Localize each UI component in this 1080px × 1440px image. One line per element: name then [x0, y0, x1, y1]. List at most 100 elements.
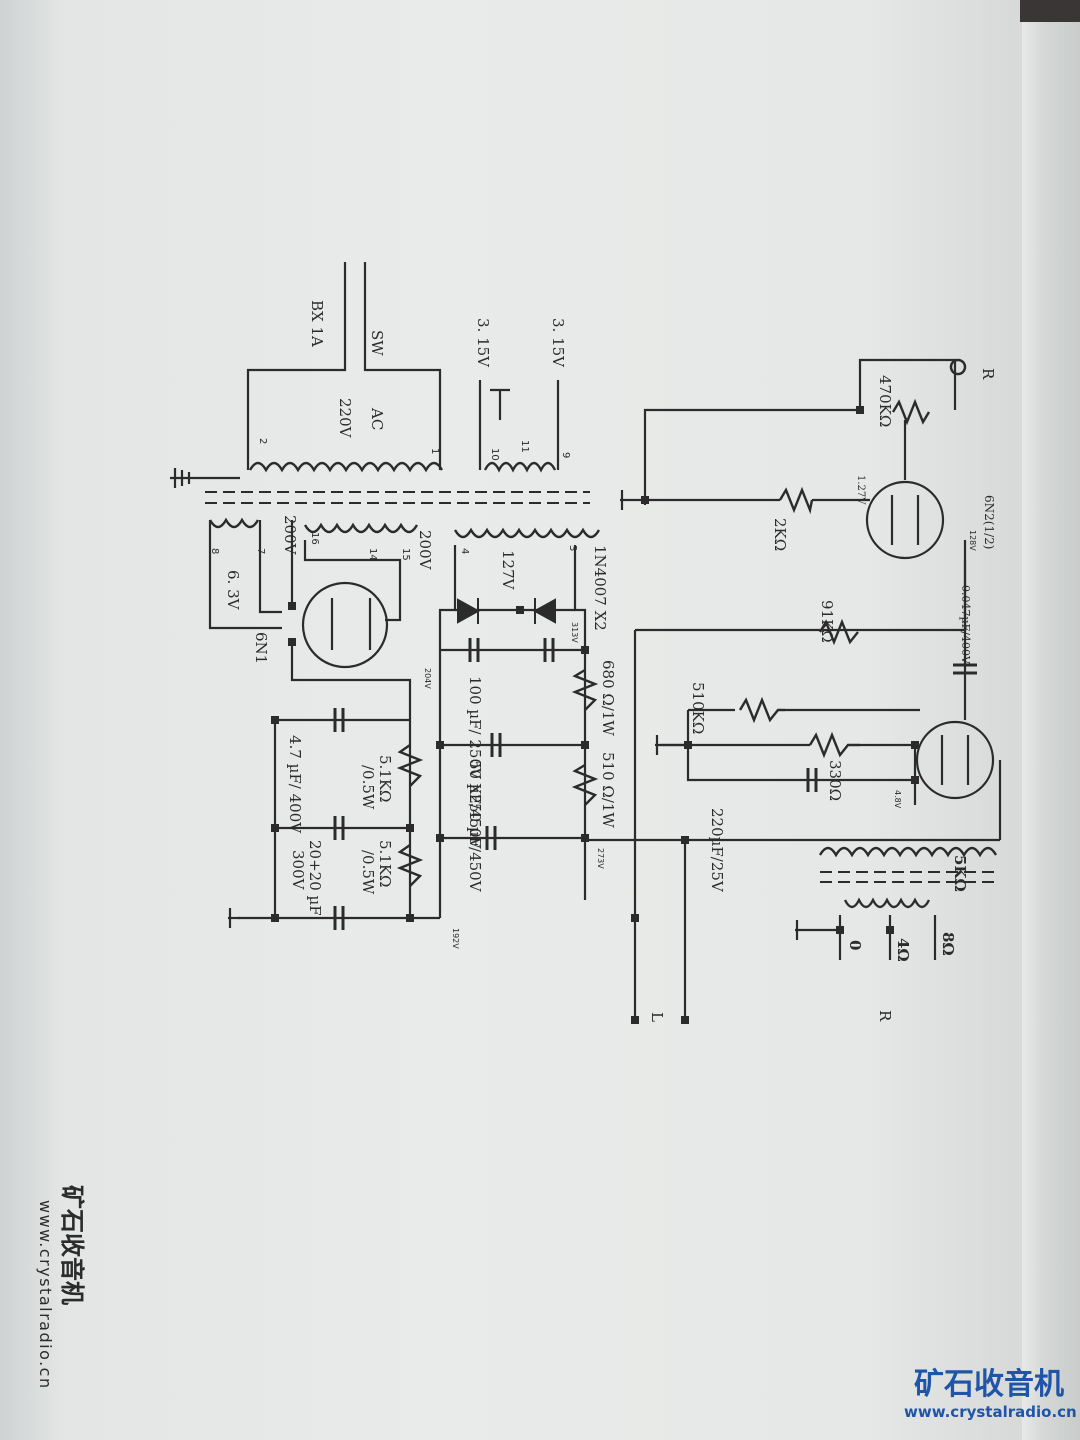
label-tap-8: 8Ω: [939, 932, 957, 956]
tubes: [301, 480, 995, 800]
paper-edge: [1022, 0, 1080, 1440]
label-cap-47: 4.7 µF/ 400V: [286, 735, 304, 834]
label-cap-50b: 50 µF/450V: [466, 803, 484, 893]
pin-16: 16: [309, 532, 320, 545]
label-fuse: BX 1A: [308, 300, 326, 347]
wire-200-b: [303, 540, 402, 622]
cap-100a: [468, 638, 480, 662]
otx-primary: [818, 846, 998, 858]
pin-15: 15: [400, 548, 411, 561]
watermark: 矿石收音机 www.crystalradio.cn: [904, 1367, 1077, 1434]
primary-coil: [248, 461, 444, 473]
res-5k1a: [396, 744, 424, 787]
label-127v: 127V: [499, 550, 517, 591]
res-5k1b: [396, 844, 424, 887]
label-ac: AC: [368, 407, 386, 430]
wire-mains-b: [363, 262, 442, 470]
label-tap-4: 4Ω: [894, 938, 912, 962]
wire-pot: [643, 358, 957, 505]
cores: [205, 491, 1000, 883]
label-cap-2020: 20+20 µF: [306, 840, 324, 916]
wires: [208, 262, 1002, 1020]
wire-6n1-out: [290, 642, 412, 730]
res-680: [571, 668, 599, 711]
label-out-l: L: [648, 1012, 666, 1022]
wire-cathode: [686, 710, 915, 782]
label-heater-b: 3. 15V: [549, 318, 567, 368]
label-input-r: R: [979, 368, 997, 380]
wire-63-a: [208, 520, 282, 630]
label-res-2k: 2KΩ: [771, 518, 789, 551]
label-v-127: 1.27V: [855, 475, 866, 505]
res-91k: [818, 618, 859, 646]
coil-127v: [453, 527, 601, 539]
pin-2: 2: [257, 438, 268, 444]
wire-63-b: [258, 520, 282, 614]
label-res-680: 680 Ω/1W: [599, 660, 617, 736]
label-switch: SW: [368, 330, 386, 356]
watermark-url: www.crystalradio.cn: [904, 1403, 1077, 1421]
watermark-brand: 矿石收音机: [914, 1367, 1064, 1402]
tube-6n2: [865, 480, 945, 560]
input-jack: [949, 358, 967, 376]
wire-mains-a: [246, 262, 347, 470]
label-cap-220: 220µF/25V: [708, 808, 726, 893]
label-heater-a: 3. 15V: [474, 318, 492, 368]
pin-14: 14: [367, 548, 378, 561]
background-corner: [1020, 0, 1080, 22]
label-res-5k1a-w: /0.5W: [359, 765, 377, 810]
resistors: [396, 398, 931, 887]
diode-a: [457, 598, 481, 624]
heater-coil: [483, 461, 557, 473]
volt-128: 128V: [968, 530, 977, 551]
pin-10: 10: [489, 448, 500, 461]
label-res-91k: 91KΩ: [818, 600, 836, 643]
caption-brand: 矿石收音机: [58, 1185, 86, 1305]
label-res-330: 330Ω: [826, 760, 844, 801]
otx-secondary: [843, 897, 931, 909]
tube-6n1-amp: [915, 720, 995, 800]
coil-200v: [303, 522, 419, 534]
label-res-510k: 510KΩ: [689, 682, 707, 734]
label-res-5k1b: 5.1KΩ: [376, 840, 394, 888]
grounds: [170, 388, 840, 940]
capacitors: [333, 638, 977, 930]
pin-11: 11: [519, 440, 530, 453]
pin-4: 4: [459, 548, 470, 554]
label-cap-100: 100 µF/ 250V X2: [466, 676, 484, 804]
label-200v-b: 200V: [416, 530, 434, 571]
coil-63v: [208, 517, 260, 529]
cap-50a: [490, 733, 502, 757]
res-2k: [778, 486, 814, 515]
cap-100b: [543, 638, 555, 662]
cap-220: [806, 768, 818, 792]
caption-group: www.crystalradio.cn 矿石收音机: [36, 1185, 86, 1390]
label-res-5k1b-w: /0.5W: [359, 850, 377, 895]
pin-9: 9: [560, 452, 571, 458]
label-res-510: 510 Ω/1W: [599, 752, 617, 828]
label-6n2: 6N2(1/2): [982, 495, 996, 549]
volt-313: 313V: [570, 622, 579, 643]
res-330: [808, 731, 860, 759]
pin-1: 1: [429, 448, 440, 454]
label-diodes: 1N4007 X2: [591, 545, 609, 631]
label-ac-volt: 220V: [336, 398, 354, 439]
label-63v: 6. 3V: [224, 570, 242, 611]
diode-b: [532, 598, 556, 624]
caption-url: www.crystalradio.cn: [36, 1200, 55, 1390]
label-tap-0: 0: [846, 940, 864, 950]
pin-7: 7: [255, 548, 266, 554]
cap-2020b: [333, 906, 345, 930]
label-cap-50a: 50 µF/450V: [466, 760, 484, 850]
label-cap-047: 0.047µF/400V: [959, 585, 972, 665]
pot-470k: [891, 398, 931, 426]
cap-47: [333, 708, 345, 732]
label-6n1: 6N1: [252, 632, 270, 664]
wire-127-a: [438, 545, 457, 918]
cap-2020a: [333, 816, 345, 840]
wire-127-b: [573, 545, 587, 900]
label-out-r: R: [876, 1010, 894, 1022]
volt-204: 204V: [423, 668, 432, 689]
